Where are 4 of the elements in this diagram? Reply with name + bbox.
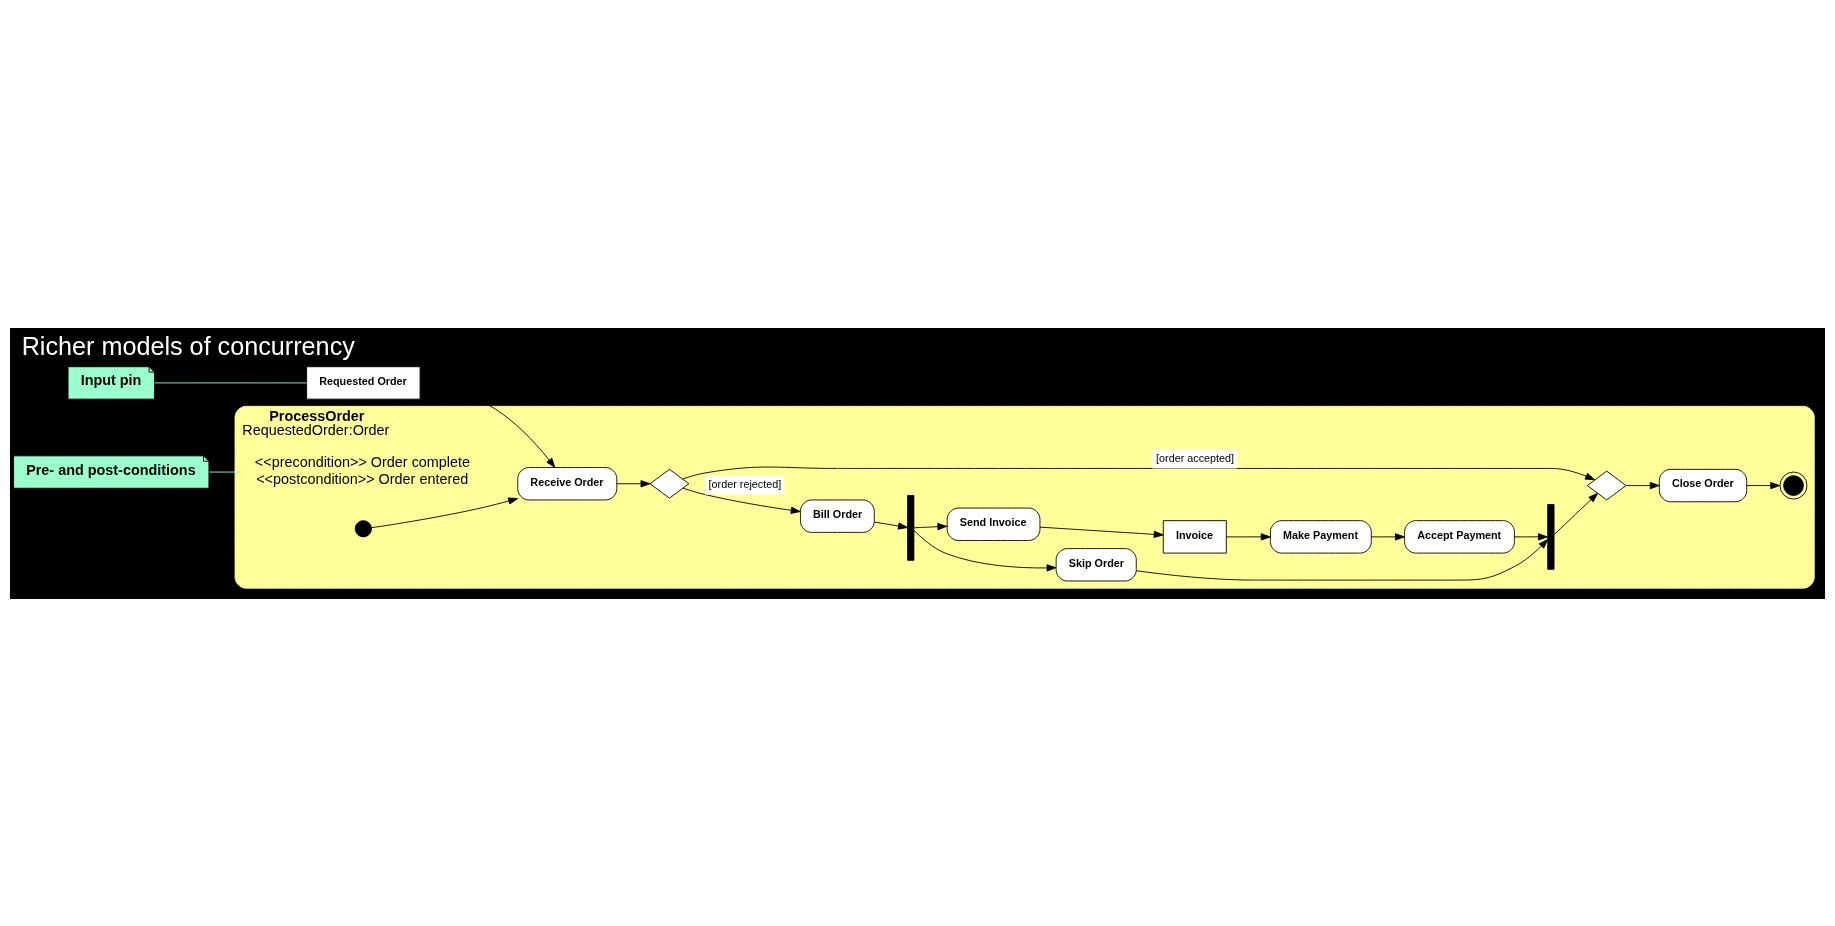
- diagram-title: Richer models of concurrency: [21, 331, 355, 360]
- edge-label: [order accepted]: [1156, 451, 1235, 464]
- node-text: <<precondition>> Order complete <<postcondition>> Order entered: [254, 453, 471, 487]
- edge-label: [order rejected]: [708, 477, 782, 490]
